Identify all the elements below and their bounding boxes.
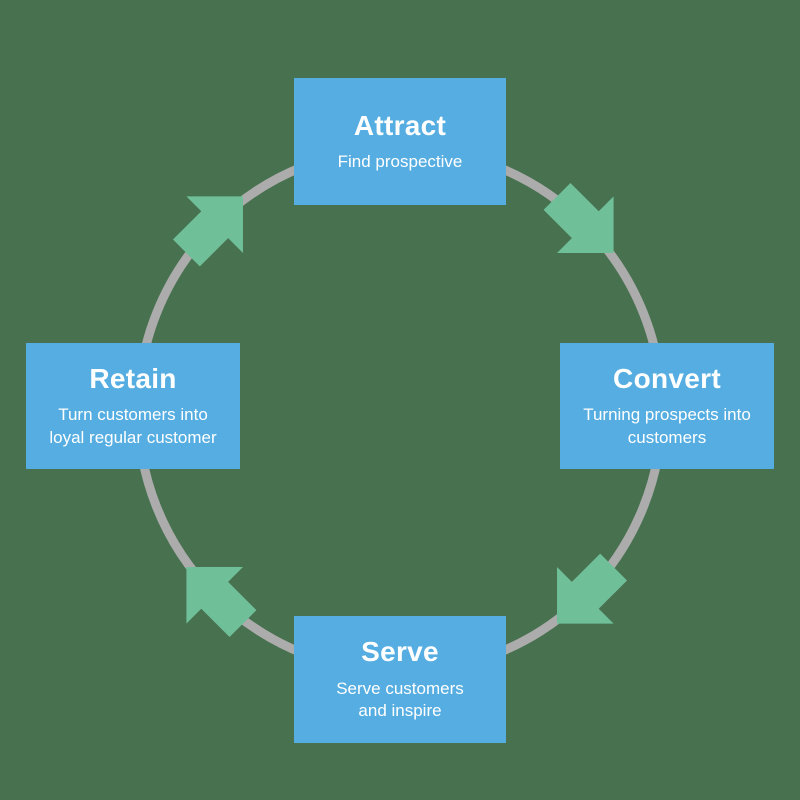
arrow-convert-to-serve-icon (557, 553, 628, 624)
stage-title-convert: Convert (613, 362, 721, 394)
arrow-retain-to-attract-icon (172, 196, 243, 267)
stage-box-retain: Retain Turn customers into loyal regular… (26, 343, 240, 469)
stage-subtitle-retain: Turn customers into loyal regular custom… (49, 405, 217, 447)
stage-subtitle-convert: Turning prospects into customers (583, 405, 751, 447)
arrow-attract-to-convert-icon (543, 182, 614, 253)
stage-subtitle-serve: Serve customers and inspire (336, 678, 464, 721)
stage-title-retain: Retain (89, 362, 177, 394)
stage-title-attract: Attract (353, 109, 447, 141)
stage-box-convert: Convert Turning prospects into customers (560, 343, 774, 469)
stage-box-serve: Serve Serve customers and inspire (294, 616, 506, 743)
arrow-serve-to-retain-icon (186, 567, 257, 638)
stage-title-serve: Serve (361, 636, 439, 668)
stage-subtitle-attract: Find prospective (337, 151, 463, 171)
stage-box-attract: Attract Find prospective (294, 78, 506, 205)
